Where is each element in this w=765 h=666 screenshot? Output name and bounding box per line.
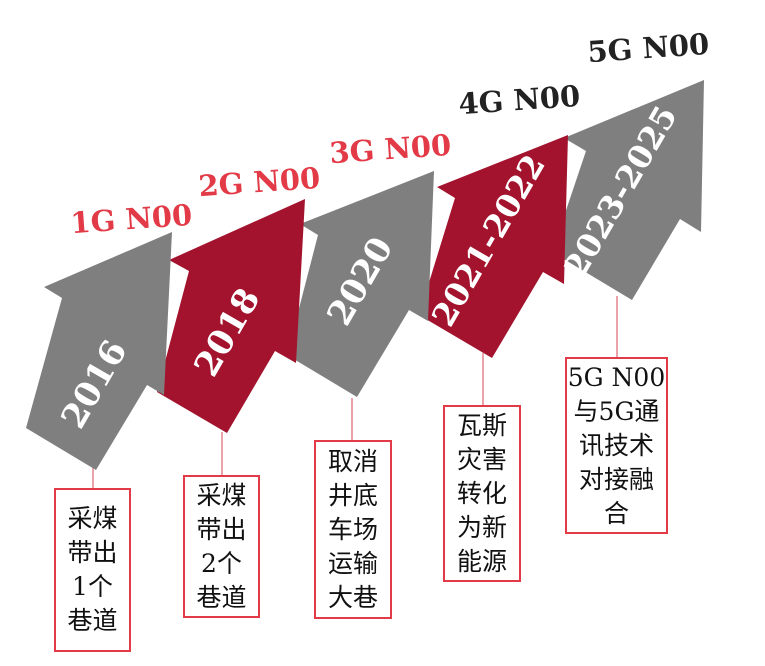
generation-label-2: 2G N00	[197, 161, 321, 203]
generation-label-4: 4G N00	[457, 79, 581, 121]
description-text-5: 5G N00与5G通讯技术对接融合	[567, 362, 666, 528]
generation-label-3: 3G N00	[328, 128, 452, 170]
description-text-2: 采煤带出2个巷道	[196, 480, 247, 612]
arrow-stage-4	[419, 135, 568, 358]
arrow-stage-3	[287, 171, 434, 397]
description-text-4: 瓦斯灾害转化为新能源	[456, 410, 507, 576]
generation-label-1: 1G N00	[69, 198, 193, 240]
description-box-3: 取消井底车场运输大巷	[314, 440, 392, 619]
description-box-2: 采煤带出2个巷道	[183, 475, 260, 618]
arrow-stage-1	[26, 232, 172, 470]
description-box-4: 瓦斯灾害转化为新能源	[443, 405, 521, 582]
description-text-3: 取消井底车场运输大巷	[327, 446, 378, 612]
arrow-stage-2	[157, 199, 305, 433]
description-text-1: 采煤带出1个巷道	[67, 504, 118, 635]
arrow-stage-5	[552, 80, 704, 300]
description-box-5: 5G N00与5G通讯技术对接融合	[565, 357, 668, 534]
description-box-1: 采煤带出1个巷道	[54, 488, 131, 652]
generation-label-5: 5G N00	[586, 27, 710, 69]
